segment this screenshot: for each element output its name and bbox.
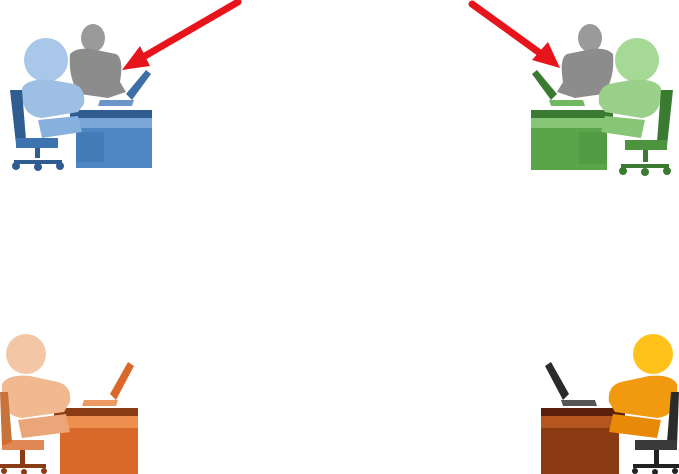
red-arrow-right-icon (472, 4, 560, 68)
red-arrow-left-icon (122, 2, 238, 70)
